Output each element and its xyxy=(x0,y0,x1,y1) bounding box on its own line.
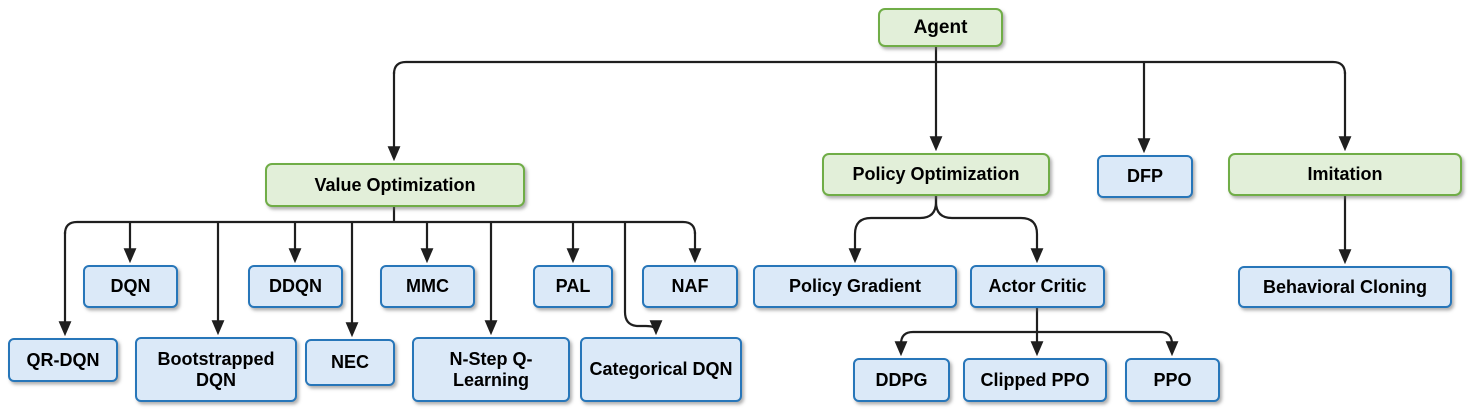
node-n-step-q-learning: N-Step Q-Learning xyxy=(412,337,570,402)
node-ddpg-label: DDPG xyxy=(875,369,928,390)
node-categorical-dqn: Categorical DQN xyxy=(580,337,742,402)
node-dqn-label: DQN xyxy=(110,276,151,297)
node-ddqn: DDQN xyxy=(248,265,343,308)
node-agent: Agent xyxy=(878,8,1003,47)
node-policy-optimization-label: Policy Optimization xyxy=(852,164,1020,185)
node-mmc-label: MMC xyxy=(406,276,449,297)
node-pal-label: PAL xyxy=(555,276,591,297)
node-n-step-q-learning-label: N-Step Q-Learning xyxy=(449,348,533,390)
edge-vo-categorical-dqn xyxy=(623,222,663,336)
node-naf-label: NAF xyxy=(671,276,709,297)
node-categorical-dqn-label: Categorical DQN xyxy=(589,359,733,380)
node-actor-critic: Actor Critic xyxy=(970,265,1105,308)
node-naf: NAF xyxy=(642,265,738,308)
node-policy-gradient-label: Policy Gradient xyxy=(788,276,922,297)
node-dfp-label: DFP xyxy=(1127,166,1163,187)
edge-po-actor-critic xyxy=(934,196,1044,264)
node-qr-dqn-label: QR-DQN xyxy=(26,349,100,370)
node-clipped-ppo: Clipped PPO xyxy=(963,358,1107,402)
node-bootstrapped-dqn: Bootstrapped DQN xyxy=(135,337,297,402)
node-bootstrapped-dqn-label: Bootstrapped DQN xyxy=(157,348,275,390)
node-ddpg: DDPG xyxy=(853,358,950,402)
node-ppo: PPO xyxy=(1125,358,1220,402)
edge-agent-bus xyxy=(392,60,1347,75)
node-qr-dqn: QR-DQN xyxy=(8,338,118,382)
node-agent-label: Agent xyxy=(913,16,968,38)
node-nec: NEC xyxy=(305,339,395,386)
node-value-optimization-label: Value Optimization xyxy=(314,174,476,195)
node-behavioral-cloning: Behavioral Cloning xyxy=(1238,266,1452,308)
node-policy-gradient: Policy Gradient xyxy=(753,265,957,308)
node-actor-critic-label: Actor Critic xyxy=(988,276,1087,297)
node-imitation-label: Imitation xyxy=(1307,164,1383,185)
node-behavioral-cloning-label: Behavioral Cloning xyxy=(1262,276,1428,297)
node-ppo-label: PPO xyxy=(1153,369,1192,390)
node-nec-label: NEC xyxy=(330,352,369,373)
edge-value-optimization-bus xyxy=(63,220,697,235)
node-mmc: MMC xyxy=(380,265,475,308)
node-policy-optimization: Policy Optimization xyxy=(822,153,1050,196)
node-imitation: Imitation xyxy=(1228,153,1462,196)
node-clipped-ppo-label: Clipped PPO xyxy=(980,369,1090,390)
node-ddqn-label: DDQN xyxy=(269,276,322,297)
node-dqn: DQN xyxy=(83,265,178,308)
edge-po-policy-gradient xyxy=(848,196,938,264)
node-dfp: DFP xyxy=(1097,155,1193,198)
node-pal: PAL xyxy=(533,265,613,308)
node-value-optimization: Value Optimization xyxy=(265,163,525,207)
